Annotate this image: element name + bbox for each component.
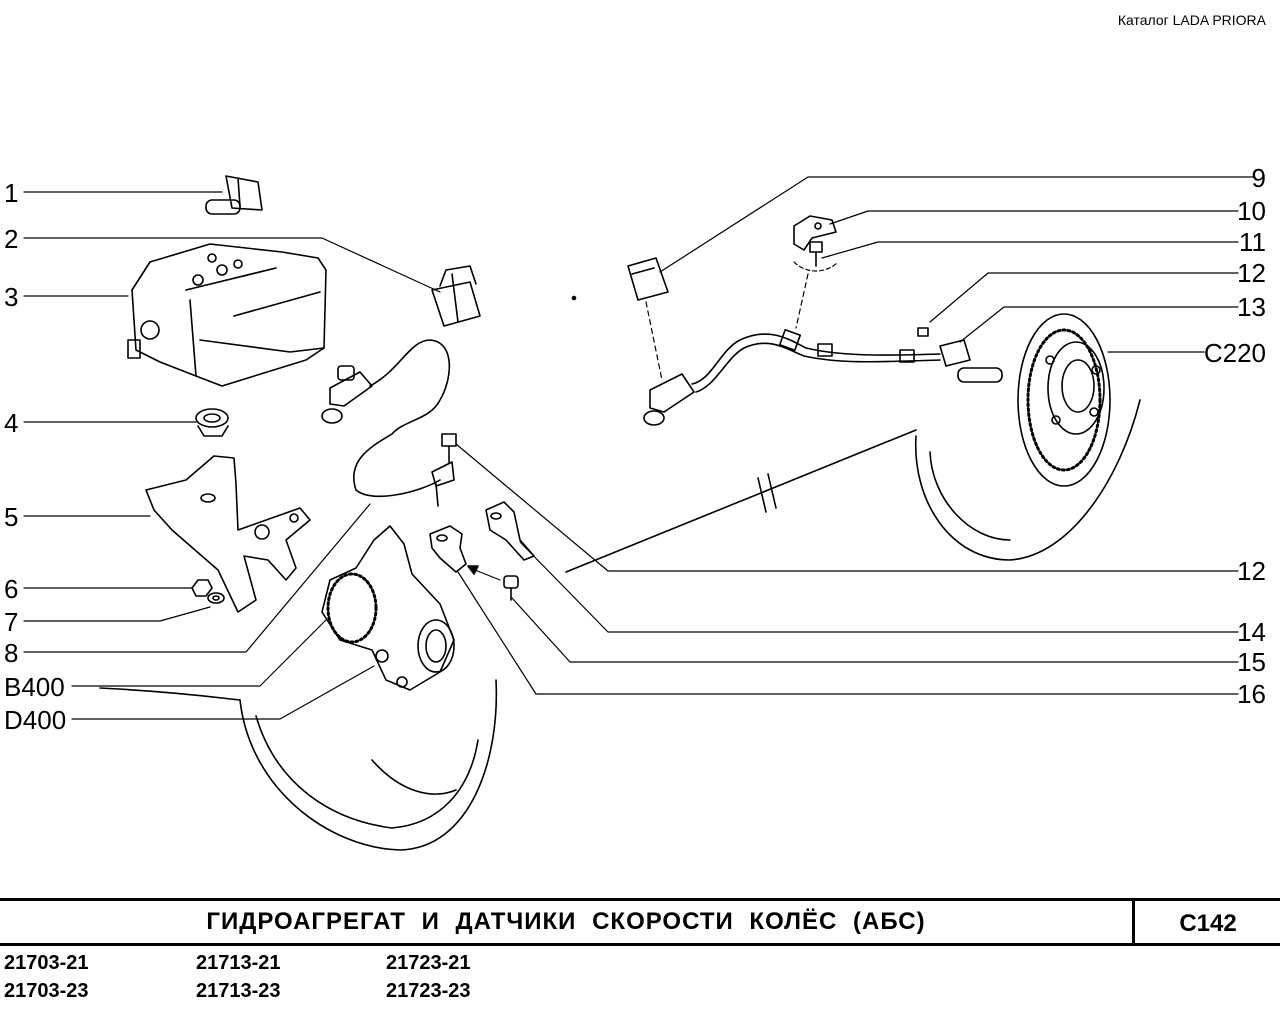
leader-11 xyxy=(821,241,1239,259)
leader-2 xyxy=(23,237,441,293)
callout-4: 4 xyxy=(4,408,19,438)
callout-5: 5 xyxy=(4,502,19,532)
part-12-bolt-front xyxy=(441,433,457,463)
leader-lines-right xyxy=(455,176,1255,695)
front-wheel-outline xyxy=(99,679,498,851)
arrow-11 xyxy=(795,273,809,329)
callout-8: 8 xyxy=(4,638,19,668)
callout-10: 10 xyxy=(1237,196,1266,226)
leader-10 xyxy=(829,210,1239,225)
leader-7 xyxy=(23,606,211,622)
part-6-nut xyxy=(191,579,213,597)
section-code: C142 xyxy=(1179,910,1237,937)
callout-11: 11 xyxy=(1239,227,1266,257)
leader-8 xyxy=(23,503,371,653)
callout-9: 9 xyxy=(1251,163,1266,193)
part-7-washer xyxy=(207,592,225,604)
part-11-bolt xyxy=(809,241,823,267)
part-8-front-sensor xyxy=(321,339,455,507)
leader-lines-left xyxy=(23,191,441,720)
parts-diagram xyxy=(23,175,1255,851)
footer-bottom-rule xyxy=(0,943,1280,946)
callout-3: 3 xyxy=(4,282,19,312)
part-16-bracket xyxy=(429,525,467,573)
callout-1: 1 xyxy=(4,178,19,208)
callout-15: 15 xyxy=(1237,647,1266,677)
model-code: 21713-23 xyxy=(196,980,281,1002)
part-1-pin xyxy=(205,175,263,215)
leader-16 xyxy=(457,571,1239,695)
leader-12a xyxy=(929,272,1239,323)
leader-13 xyxy=(959,306,1239,343)
model-code: 21723-23 xyxy=(386,980,471,1002)
footer-top-rule xyxy=(0,898,1280,901)
part-rear-sensor xyxy=(643,327,1003,426)
part-2-clip xyxy=(431,265,481,327)
model-code: 21713-21 xyxy=(196,952,281,974)
footer-divider xyxy=(1132,900,1135,946)
callout-c220: C220 xyxy=(1203,338,1266,368)
rear-wheel-outline xyxy=(565,399,1141,573)
arc-11 xyxy=(793,261,839,272)
part-5-bracket xyxy=(145,455,311,613)
callout-14: 14 xyxy=(1237,617,1266,647)
model-code: 21723-21 xyxy=(386,952,471,974)
leader-b400 xyxy=(71,619,327,687)
callout-12-bottom: 12 xyxy=(1237,556,1266,586)
rear-tone-ring xyxy=(1017,313,1111,487)
catalog-header: Каталог LADA PRIORA xyxy=(1117,12,1266,28)
callout-2: 2 xyxy=(4,224,19,254)
part-9-clip xyxy=(627,257,669,301)
leader-15 xyxy=(511,597,1239,663)
callout-12-top: 12 xyxy=(1237,258,1266,288)
part-3-hydro-unit xyxy=(127,243,327,387)
callout-6: 6 xyxy=(4,574,19,604)
model-code: 21703-23 xyxy=(4,980,89,1002)
callout-16: 16 xyxy=(1237,679,1266,709)
callout-13: 13 xyxy=(1237,292,1266,322)
part-15-bolt xyxy=(503,575,519,601)
arrow-15-head xyxy=(467,565,479,575)
page-title: ГИДРОАГРЕГАТ И ДАТЧИКИ СКОРОСТИ КОЛЁС (А… xyxy=(206,908,926,935)
callout-d400: D400 xyxy=(4,705,67,735)
callout-b400: B400 xyxy=(4,672,65,702)
leader-12b xyxy=(455,443,1239,572)
leader-14 xyxy=(519,541,1239,633)
part-14-bracket xyxy=(485,501,535,561)
callout-7: 7 xyxy=(4,607,19,637)
arrow-9 xyxy=(645,301,663,381)
leader-9 xyxy=(659,176,1255,273)
model-code: 21703-21 xyxy=(4,952,89,974)
part-4-grommet xyxy=(195,408,229,437)
part-10-bracket xyxy=(793,215,837,251)
part-d400-knuckle xyxy=(321,525,455,691)
leader-d400 xyxy=(71,665,375,720)
